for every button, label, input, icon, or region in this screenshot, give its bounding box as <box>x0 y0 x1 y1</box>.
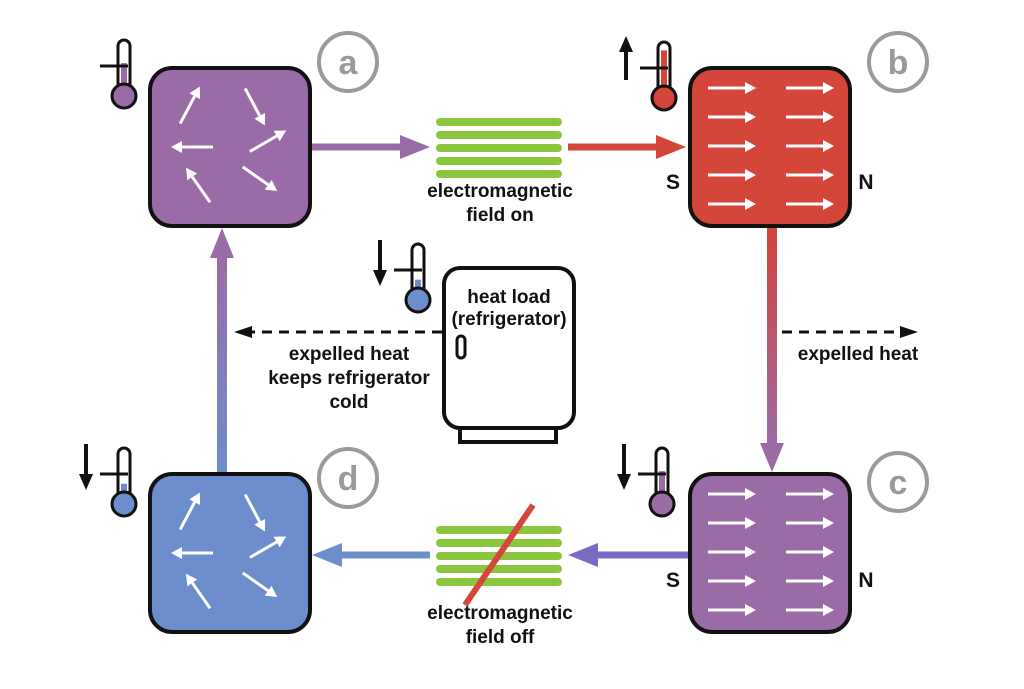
field-off-caption-line2: field off <box>466 627 535 648</box>
panel-b <box>688 66 852 228</box>
field-off-slash <box>462 503 536 607</box>
spin-arrow <box>708 111 756 123</box>
spin-arrow <box>185 167 212 204</box>
spin-arrow <box>786 604 834 616</box>
flow-arrow-b-to-c <box>760 228 784 472</box>
flow-arrow-d-to-a <box>210 228 234 472</box>
letter-badge-a: a <box>317 31 379 93</box>
expelled-heat-right-label: expelled heat <box>798 344 919 365</box>
spin-arrow <box>241 571 278 598</box>
pole-s-c: S <box>666 569 680 592</box>
spin-arrow <box>708 198 756 210</box>
panel-d <box>148 472 312 634</box>
spin-arrow <box>786 169 834 181</box>
field-on-coil <box>436 118 562 178</box>
coil-winding <box>436 578 562 586</box>
coil-winding <box>436 539 562 547</box>
flow-arrow-a-to-field <box>312 135 430 159</box>
spin-arrow <box>708 82 756 94</box>
spin-arrow <box>708 604 756 616</box>
spin-arrow <box>243 493 265 532</box>
spin-arrow <box>708 140 756 152</box>
field-off-caption-line1: electromagnetic <box>427 603 573 624</box>
spin-arrow <box>185 573 212 610</box>
spin-arrow <box>708 488 756 500</box>
field-on-caption-line1: electromagnetic <box>427 181 573 202</box>
flow-arrow-c-to-field <box>568 543 688 567</box>
spin-arrow <box>171 547 213 559</box>
panel-a-spin-arrows <box>171 86 287 204</box>
thermometer-b-icon <box>619 36 678 112</box>
thermometer-d-icon <box>79 444 138 518</box>
coil-winding <box>436 157 562 165</box>
spin-arrow <box>171 141 213 153</box>
spin-arrow <box>786 488 834 500</box>
spin-arrow <box>786 198 834 210</box>
panel-b-spin-arrows <box>708 82 834 210</box>
spin-arrow <box>708 517 756 529</box>
expelled-heat-left-line3: cold <box>329 392 368 413</box>
heat-load-label: heat load <box>467 287 550 308</box>
thermometer-c-icon <box>617 444 676 518</box>
spin-arrow <box>178 492 200 531</box>
spin-arrow <box>786 575 834 587</box>
expelled-heat-right-arrow <box>782 326 918 338</box>
spin-arrow <box>786 82 834 94</box>
panel-c-block <box>688 472 852 634</box>
spin-arrow <box>243 87 265 126</box>
letter-badge-b: b <box>867 31 929 93</box>
spin-arrow <box>708 546 756 558</box>
thermometer-fridge-icon <box>373 240 432 314</box>
letter-c: c <box>889 464 908 502</box>
spin-arrow <box>786 111 834 123</box>
coil-winding <box>436 526 562 534</box>
spin-arrow <box>786 546 834 558</box>
flow-arrow-field-to-b <box>568 135 686 159</box>
pole-s-b: S <box>666 171 680 194</box>
field-off-coil <box>436 526 562 586</box>
panel-c-spin-arrows <box>708 488 834 616</box>
thermometer-a-icon <box>100 38 138 110</box>
pole-n-c: N <box>858 569 873 592</box>
spin-arrow <box>786 517 834 529</box>
spin-arrow <box>178 86 200 125</box>
panel-a <box>148 66 312 228</box>
pole-n-b: N <box>858 171 873 194</box>
heat-load-sublabel: (refrigerator) <box>451 309 566 330</box>
panel-c <box>688 472 852 634</box>
spin-arrow <box>249 130 287 153</box>
flow-arrow-field-to-d <box>312 543 430 567</box>
panel-d-spin-arrows <box>171 492 287 610</box>
spin-arrow <box>708 575 756 587</box>
expelled-heat-left-line2: keeps refrigerator <box>268 368 430 389</box>
panel-b-block <box>688 66 852 228</box>
letter-a: a <box>339 44 359 82</box>
spin-arrow <box>708 169 756 181</box>
coil-winding <box>436 131 562 139</box>
spin-arrow <box>241 165 278 192</box>
spin-arrow <box>786 140 834 152</box>
field-on-caption-line2: field on <box>466 205 534 226</box>
refrigerator-icon: heat load (refrigerator) <box>442 266 576 444</box>
letter-badge-d: d <box>317 447 379 509</box>
letter-b: b <box>888 44 909 82</box>
coil-winding <box>436 144 562 152</box>
spin-arrow <box>249 536 287 559</box>
coil-winding <box>436 565 562 573</box>
expelled-heat-left-arrow <box>234 326 442 338</box>
letter-badge-c: c <box>867 451 929 513</box>
coil-winding <box>436 118 562 126</box>
expelled-heat-left-line1: expelled heat <box>289 344 410 365</box>
coil-winding <box>436 170 562 178</box>
letter-d: d <box>338 460 359 498</box>
